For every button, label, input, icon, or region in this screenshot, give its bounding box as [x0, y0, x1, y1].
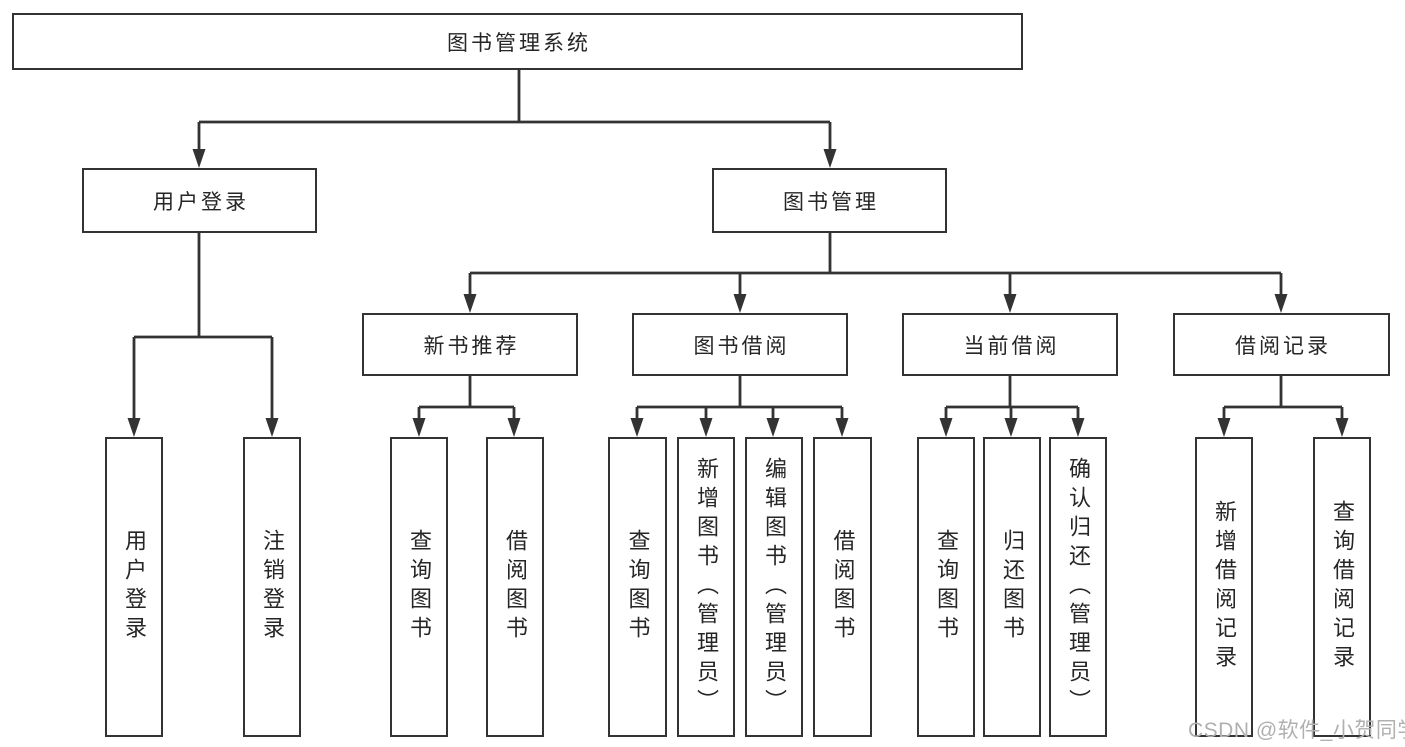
node-book-borrowing-label: 图书借阅 — [693, 334, 790, 358]
leaf-borrowing-edit-books-admin-label: 编辑图书（管理员） — [762, 456, 787, 718]
leaf-borrowing-add-books-admin: 新增图书（管理员） — [677, 437, 735, 737]
connector-book-mgmt-branch — [463, 233, 1288, 313]
node-current-borrowing-label: 当前借阅 — [963, 334, 1060, 358]
leaf-current-query-books-label: 查询图书 — [934, 529, 959, 645]
leaf-recommend-query-books-label: 查询图书 — [407, 529, 432, 645]
node-new-book-recommend-label: 新书推荐 — [423, 334, 520, 358]
leaf-recommend-query-books: 查询图书 — [390, 437, 448, 737]
node-book-borrowing: 图书借阅 — [632, 313, 848, 376]
csdn-watermark: CSDN @软件_小贺同学 — [1188, 719, 1405, 742]
connector-recommend-group — [412, 376, 521, 437]
leaf-logout: 注销登录 — [243, 437, 301, 737]
leaf-records-add-borrow-record-label: 新增借阅记录 — [1212, 500, 1237, 674]
node-user-login-label: 用户登录 — [153, 190, 249, 214]
leaf-records-add-borrow-record: 新增借阅记录 — [1195, 437, 1253, 737]
connector-user-login-branch — [127, 233, 279, 437]
leaf-borrowing-edit-books-admin: 编辑图书（管理员） — [745, 437, 803, 737]
leaf-current-return-books: 归还图书 — [983, 437, 1041, 737]
node-book-management: 图书管理 — [712, 168, 947, 233]
leaf-logout-label: 注销登录 — [260, 529, 285, 645]
leaf-records-query-borrow-record-label: 查询借阅记录 — [1330, 500, 1355, 674]
leaf-recommend-borrow-books-label: 借阅图书 — [503, 529, 528, 645]
node-root-label: 图书管理系统 — [447, 31, 591, 55]
leaf-current-return-books-label: 归还图书 — [1000, 529, 1025, 645]
leaf-recommend-borrow-books: 借阅图书 — [486, 437, 544, 737]
leaf-records-query-borrow-record: 查询借阅记录 — [1313, 437, 1371, 737]
connector-borrowing-group — [630, 376, 849, 437]
connector-root-to-level1 — [192, 70, 837, 168]
leaf-current-confirm-return-admin-label: 确认归还（管理员） — [1066, 456, 1091, 718]
leaf-borrowing-add-books-admin-label: 新增图书（管理员） — [694, 456, 719, 718]
node-book-management-label: 图书管理 — [783, 190, 879, 214]
node-new-book-recommend: 新书推荐 — [362, 313, 578, 376]
leaf-borrowing-borrow-books-label: 借阅图书 — [830, 529, 856, 645]
node-borrow-records-label: 借阅记录 — [1235, 334, 1331, 358]
leaf-borrowing-query-books-label: 查询图书 — [625, 529, 651, 645]
connector-records-group — [1217, 376, 1349, 437]
leaf-borrowing-borrow-books: 借阅图书 — [813, 437, 872, 737]
node-user-login: 用户登录 — [82, 168, 317, 233]
leaf-current-query-books: 查询图书 — [917, 437, 975, 737]
leaf-user-login: 用户登录 — [105, 437, 163, 737]
leaf-current-confirm-return-admin: 确认归还（管理员） — [1049, 437, 1107, 737]
node-current-borrowing: 当前借阅 — [902, 313, 1118, 376]
leaf-borrowing-query-books: 查询图书 — [608, 437, 667, 737]
connector-current-group — [939, 376, 1085, 437]
node-root-system: 图书管理系统 — [12, 13, 1023, 70]
node-borrow-records: 借阅记录 — [1173, 313, 1390, 376]
leaf-user-login-label: 用户登录 — [122, 529, 147, 645]
